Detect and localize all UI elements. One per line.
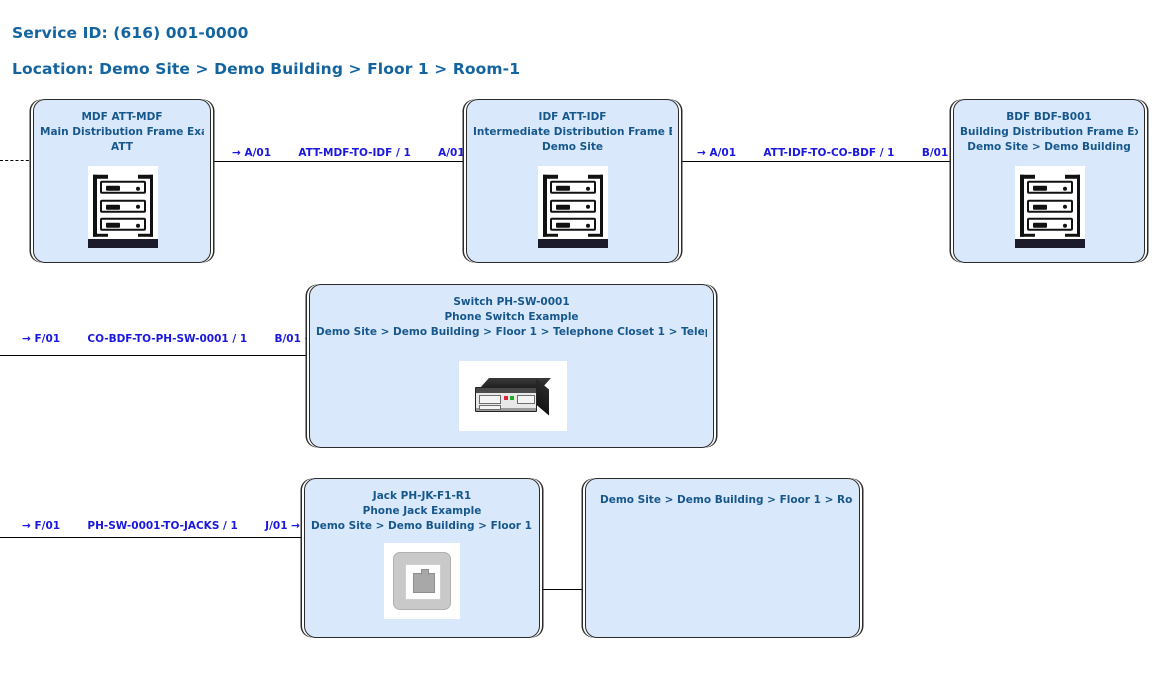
link-name: ATT-IDF-TO-CO-BDF / 1 bbox=[763, 147, 895, 159]
network-switch-icon bbox=[475, 378, 551, 416]
node-bdf[interactable]: BDF BDF-B001 Building Distribution Frame… bbox=[953, 99, 1145, 263]
node-idf-image bbox=[538, 166, 608, 248]
link-line-co-bdf-to-ph-sw-0001 bbox=[0, 355, 308, 356]
jack-to-room-connector bbox=[538, 589, 590, 590]
node-switch-line3: Demo Site > Demo Building > Floor 1 > Te… bbox=[316, 326, 707, 338]
link-name: ATT-MDF-TO-IDF / 1 bbox=[298, 147, 411, 159]
link-line-att-mdf-to-idf bbox=[213, 161, 475, 162]
link-out-port: B/01 → bbox=[274, 333, 314, 345]
node-mdf-line1: MDF ATT-MDF bbox=[81, 111, 163, 123]
link-label-co-bdf-to-ph-sw-0001[interactable]: → F/01 CO-BDF-TO-PH-SW-0001 / 1 B/01 → bbox=[22, 333, 313, 345]
link-label-ph-sw-0001-to-jacks[interactable]: → F/01 PH-SW-0001-TO-JACKS / 1 J/01 → bbox=[22, 520, 300, 532]
node-bdf-labels: BDF BDF-B001 Building Distribution Frame… bbox=[960, 110, 1138, 155]
node-mdf-line3: ATT bbox=[111, 141, 133, 153]
link-out-port: J/01 → bbox=[265, 520, 300, 532]
node-jack-labels: Jack PH-JK-F1-R1 Phone Jack Example Demo… bbox=[311, 489, 533, 534]
link-in-port: → F/01 bbox=[22, 333, 61, 345]
server-rack-icon bbox=[543, 174, 603, 237]
node-room-line1: Demo Site > Demo Building > Floor 1 > Ro… bbox=[600, 494, 853, 506]
link-name: PH-SW-0001-TO-JACKS / 1 bbox=[87, 520, 238, 532]
node-switch-image bbox=[459, 361, 567, 431]
node-bdf-line2: Building Distribution Frame Example bbox=[960, 126, 1138, 138]
server-rack-icon bbox=[1020, 174, 1080, 237]
link-in-port: → A/01 bbox=[697, 147, 737, 159]
server-rack-icon bbox=[93, 174, 153, 237]
wall-jack-icon bbox=[393, 552, 451, 610]
rack-image-caption-strip bbox=[88, 239, 158, 248]
node-idf[interactable]: IDF ATT-IDF Intermediate Distribution Fr… bbox=[466, 99, 679, 263]
node-room-labels: Demo Site > Demo Building > Floor 1 > Ro… bbox=[600, 493, 853, 508]
link-name: CO-BDF-TO-PH-SW-0001 / 1 bbox=[87, 333, 248, 345]
node-switch[interactable]: Switch PH-SW-0001 Phone Switch Example D… bbox=[309, 284, 714, 448]
node-idf-line3: Demo Site bbox=[542, 141, 603, 153]
upstream-dashed-stub bbox=[0, 160, 34, 161]
link-out-port: B/01 → bbox=[921, 147, 961, 159]
node-jack-line2: Phone Jack Example bbox=[362, 505, 482, 517]
node-mdf-image bbox=[88, 166, 158, 248]
link-label-att-idf-to-co-bdf[interactable]: → A/01 ATT-IDF-TO-CO-BDF / 1 B/01 → bbox=[697, 147, 961, 159]
service-id-heading: Service ID: (616) 001-0000 bbox=[12, 24, 249, 42]
location-breadcrumb-heading: Location: Demo Site > Demo Building > Fl… bbox=[12, 60, 521, 78]
link-line-att-idf-to-co-bdf bbox=[681, 161, 956, 162]
node-room[interactable]: Demo Site > Demo Building > Floor 1 > Ro… bbox=[585, 478, 860, 638]
node-idf-labels: IDF ATT-IDF Intermediate Distribution Fr… bbox=[473, 110, 672, 155]
node-jack-line3: Demo Site > Demo Building > Floor 1 > Ro… bbox=[311, 520, 533, 532]
node-idf-line1: IDF ATT-IDF bbox=[538, 111, 607, 123]
link-line-ph-sw-0001-to-jacks bbox=[0, 537, 305, 538]
node-bdf-line3: Demo Site > Demo Building bbox=[967, 141, 1131, 153]
node-switch-line2: Phone Switch Example bbox=[444, 311, 579, 323]
node-mdf-labels: MDF ATT-MDF Main Distribution Frame Exam… bbox=[40, 110, 204, 155]
node-idf-line2: Intermediate Distribution Frame Example bbox=[473, 126, 672, 138]
link-in-port: → F/01 bbox=[22, 520, 61, 532]
node-bdf-image bbox=[1015, 166, 1085, 248]
link-label-att-mdf-to-idf[interactable]: → A/01 ATT-MDF-TO-IDF / 1 A/01 → bbox=[232, 147, 477, 159]
node-mdf[interactable]: MDF ATT-MDF Main Distribution Frame Exam… bbox=[33, 99, 211, 263]
link-in-port: → A/01 bbox=[232, 147, 272, 159]
node-switch-line1: Switch PH-SW-0001 bbox=[453, 296, 570, 308]
node-mdf-line2: Main Distribution Frame Example bbox=[40, 126, 204, 138]
node-jack-image bbox=[384, 543, 460, 619]
rack-image-caption-strip bbox=[1015, 239, 1085, 248]
rack-image-caption-strip bbox=[538, 239, 608, 248]
node-jack[interactable]: Jack PH-JK-F1-R1 Phone Jack Example Demo… bbox=[304, 478, 540, 638]
node-jack-line1: Jack PH-JK-F1-R1 bbox=[372, 490, 472, 502]
node-switch-labels: Switch PH-SW-0001 Phone Switch Example D… bbox=[316, 295, 707, 340]
node-bdf-line1: BDF BDF-B001 bbox=[1006, 111, 1092, 123]
